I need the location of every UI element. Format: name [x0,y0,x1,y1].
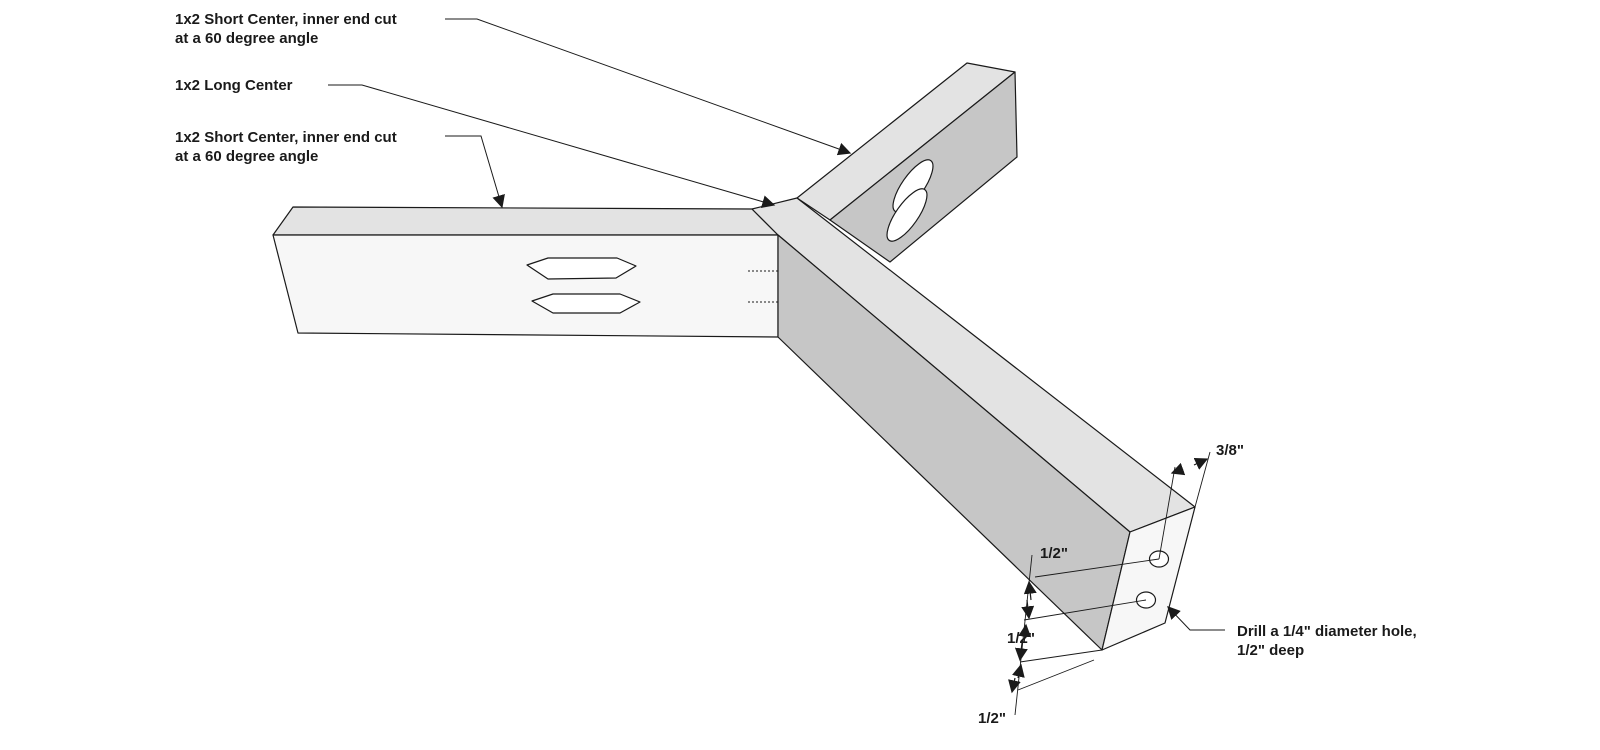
callout-short-center-top-line1: 1x2 Short Center, inner end cut [175,11,397,28]
callout-short-center-left: 1x2 Short Center, inner end cut at a 60 … [175,128,397,166]
leader-drill-hole [1167,606,1225,631]
callout-short-center-left-line1: 1x2 Short Center, inner end cut [175,129,397,146]
short-center-piece-right [796,62,1018,263]
callout-drill-hole-line2: 1/2" deep [1237,642,1305,659]
long-piece-end-face [1101,506,1196,651]
dimension-top-spacing: 1/2" [1040,545,1068,562]
left-piece-top-face [272,206,779,236]
dimension-arrows [1008,458,1209,694]
callout-short-center-top: 1x2 Short Center, inner end cut at a 60 … [175,10,397,48]
dimension-bottom-spacing: 1/2" [978,710,1006,727]
leader-long-center [328,84,776,208]
callout-long-center: 1x2 Long Center [175,76,293,95]
long-center-piece [751,197,1196,651]
right-piece-screw-pocket-2 [886,188,928,242]
dimension-middle-spacing: 1/2" [1007,630,1035,647]
left-piece-screw-pocket-1 [526,257,637,280]
leader-short-center-left [445,135,505,209]
callout-short-center-top-line2: at a 60 degree angle [175,30,319,47]
short-center-piece-left [272,206,779,338]
dimension-edge-offset: 3/8" [1216,442,1244,459]
callout-long-center-line1: 1x2 Long Center [175,77,293,94]
leader-short-center-top [445,18,852,156]
callout-drill-hole-line1: Drill a 1/4" diameter hole, [1237,623,1417,640]
left-piece-front-face [272,234,779,338]
callout-drill-hole: Drill a 1/4" diameter hole, 1/2" deep [1237,622,1417,660]
leader-lines [328,18,1225,631]
left-piece-screw-pocket-2 [531,293,641,314]
callout-short-center-left-line2: at a 60 degree angle [175,148,319,165]
